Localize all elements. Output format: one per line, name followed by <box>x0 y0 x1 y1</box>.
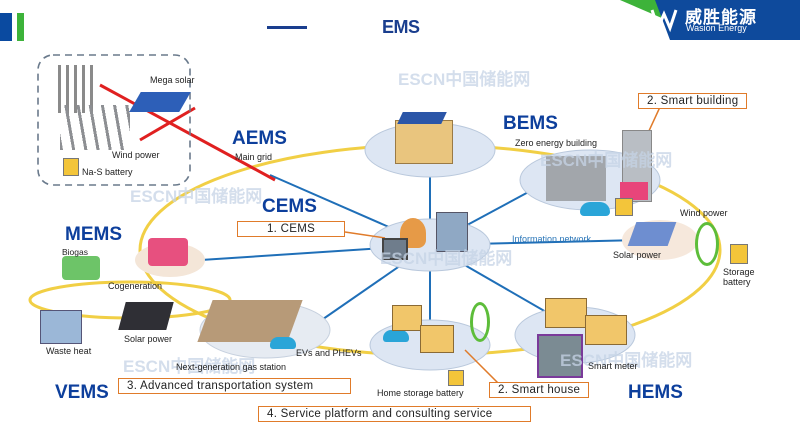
biogas-icon <box>62 256 100 280</box>
logo-blue-panel <box>655 0 800 40</box>
wasion-logo-icon <box>650 9 678 33</box>
cogeneration-label: Cogeneration <box>108 281 163 291</box>
region-vems: VEMS <box>55 382 109 403</box>
storage-battery-icon <box>730 244 748 264</box>
header-accent-green <box>17 13 24 41</box>
ev-car-icon <box>580 202 610 216</box>
fuel-cell-icon <box>620 182 648 200</box>
zero-energy-building-label: Zero energy building <box>515 138 598 148</box>
waste-heat-icon <box>40 310 82 344</box>
home-battery-icon <box>448 370 464 386</box>
watermark: ESCN中国储能网 <box>123 357 256 376</box>
waste-heat-label: Waste heat <box>46 346 92 356</box>
region-hems: HEMS <box>628 382 683 403</box>
region-bems: BEMS <box>503 113 558 134</box>
header-accent-blue <box>0 13 12 41</box>
wind-power-label: Wind power <box>680 208 728 218</box>
region-mems: MEMS <box>65 224 122 245</box>
house-icon <box>585 315 627 345</box>
datacenter-icon <box>436 212 468 252</box>
callout-smart-building: 2. Smart building <box>638 93 748 109</box>
watermark: ESCN中国储能网 <box>540 151 673 170</box>
house-icon <box>420 325 454 353</box>
rooftop-solar-icon <box>397 112 447 124</box>
solar-panels-black-icon <box>118 302 174 330</box>
gas-station-label: Next-generation gas station <box>176 362 287 372</box>
home-storage-battery-label: Home storage battery <box>377 388 464 398</box>
nas-battery-icon <box>63 158 79 176</box>
solar-power-right-label: Solar power <box>613 250 662 260</box>
battery-icon <box>615 198 633 216</box>
main-grid-group <box>37 54 191 186</box>
callout-service-platform: 4. Service platform and consulting servi… <box>258 406 531 422</box>
information-network-label: Information network <box>512 234 592 244</box>
wind-turbine-icon <box>695 222 719 266</box>
storage-battery-label-2: battery <box>723 277 751 287</box>
callout-transportation: 3. Advanced transportation system <box>118 378 351 394</box>
zero-energy-building-icon <box>546 156 606 201</box>
gas-station-icon <box>197 300 303 342</box>
watermark: ESCN中国储能网 <box>560 351 693 370</box>
page-title: EMS <box>382 17 420 37</box>
crossed-out-icon <box>99 83 276 182</box>
nas-battery-label: Na-S battery <box>82 167 133 177</box>
house-icon <box>545 298 587 328</box>
green-building-icon <box>395 120 453 164</box>
monitor-icon <box>382 238 408 260</box>
storage-battery-label-1: Storage <box>723 267 755 277</box>
biogas-label: Biogas <box>62 247 88 257</box>
ev-car-icon <box>383 330 409 342</box>
region-aems: AEMS <box>232 128 287 149</box>
wind-turbine-icon <box>470 302 490 342</box>
smart-meter-icon <box>537 334 583 378</box>
region-cems: CEMS <box>262 196 317 217</box>
evs-label: EVs and PHEVs <box>296 348 362 358</box>
main-grid-label: Main grid <box>235 152 273 162</box>
ev-car-icon <box>270 337 296 349</box>
title-dash <box>267 26 307 29</box>
callout-cems: 1. CEMS <box>237 221 345 237</box>
house-icon <box>392 305 422 331</box>
mega-solar-label: Mega solar <box>150 75 195 85</box>
smart-meter-label: Smart meter <box>588 361 638 371</box>
cogeneration-icon <box>148 238 188 266</box>
watermark: ESCN中国储能网 <box>380 249 513 268</box>
callout-smart-house: 2. Smart house <box>489 382 590 398</box>
brand-name-en: Wasion Energy <box>686 23 747 33</box>
wind-power-grid-label: Wind power <box>112 150 160 160</box>
watermark: ESCN中国储能网 <box>398 70 531 89</box>
watermark: ESCN中国储能网 <box>130 187 263 206</box>
brand-name-cn: 威胜能源 <box>685 8 757 27</box>
solar-power-left-label: Solar power <box>124 334 173 344</box>
wind-farm-icon <box>60 105 130 150</box>
brand-logo-banner <box>620 0 800 40</box>
